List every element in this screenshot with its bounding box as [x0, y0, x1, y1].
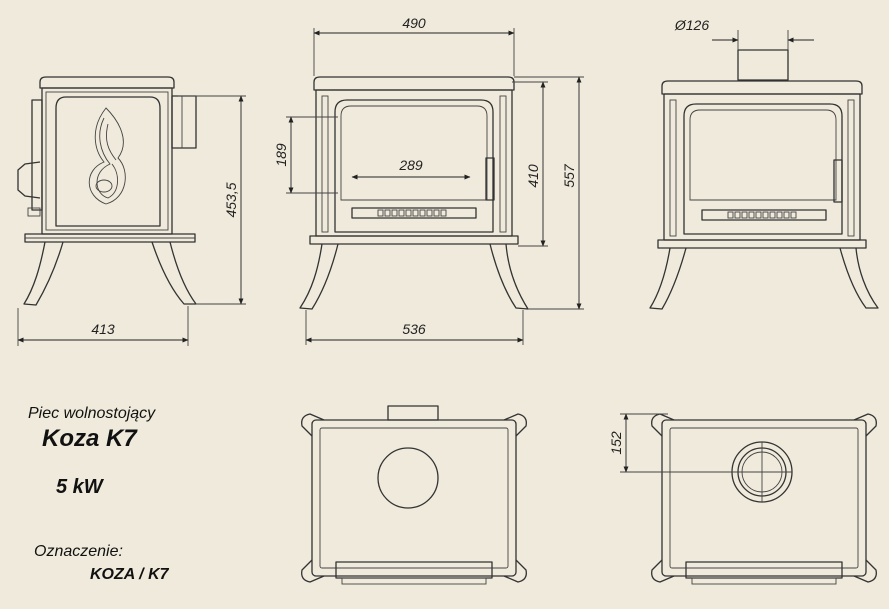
dim-total-height: 557: [561, 163, 577, 188]
dim-front-base-width: 536: [402, 321, 426, 337]
stove-model: Koza K7: [42, 425, 137, 452]
dim-door-width: 289: [398, 157, 423, 173]
dim-side-height: 453,5: [223, 182, 239, 217]
dim-body-height: 410: [525, 164, 541, 188]
designation-label: Oznaczenie:: [34, 543, 123, 560]
rear-view: [649, 30, 879, 310]
stove-power: 5 kW: [56, 476, 103, 498]
dim-flue-diameter: Ø126: [674, 17, 709, 33]
dim-side-width: 413: [91, 321, 115, 337]
rear-air-vent-slots: [727, 211, 797, 219]
top-view-front: [301, 405, 527, 585]
dim-door-height: 189: [273, 143, 289, 167]
designation-value: KOZA / K7: [90, 566, 169, 583]
stove-subtitle: Piec wolnostojący: [28, 405, 156, 422]
side-view: [17, 76, 246, 346]
air-vent-slots: [377, 209, 447, 217]
dim-flue-offset: 152: [608, 431, 624, 455]
dim-front-top-width: 490: [402, 15, 426, 31]
front-view: [286, 28, 584, 345]
top-view-rear: [620, 413, 877, 585]
